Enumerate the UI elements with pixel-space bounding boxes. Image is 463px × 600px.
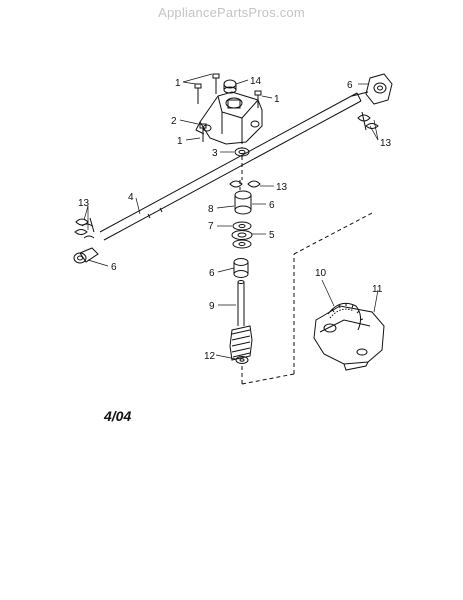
callout-6: 6 <box>111 262 117 273</box>
callout-12: 12 <box>204 351 216 362</box>
worm-shaft-part-9 <box>229 280 253 361</box>
watermark: AppliancePartsPros.com <box>158 5 305 20</box>
left-coupling-part-6 <box>73 247 99 264</box>
leader-lines <box>83 73 379 360</box>
callout-3: 3 <box>212 148 218 159</box>
callout-13: 13 <box>380 138 392 149</box>
callout-1: 1 <box>177 136 183 147</box>
callout-1: 1 <box>175 78 181 89</box>
callout-9: 9 <box>209 301 215 312</box>
callout-8: 8 <box>208 204 214 215</box>
shaft-part-4 <box>99 92 362 241</box>
callout-labels: 1 14 1 2 1 3 6 13 13 4 13 6 8 6 7 5 6 9 … <box>78 76 392 362</box>
callout-13: 13 <box>78 198 90 209</box>
lower-bushing-part-6 <box>233 258 249 278</box>
screws-part-1 <box>194 73 262 142</box>
gear-part-10 <box>327 302 364 331</box>
callout-1: 1 <box>274 94 280 105</box>
callout-11: 11 <box>372 284 383 295</box>
callout-5: 5 <box>269 230 275 241</box>
assembly-guide-lines <box>239 140 375 385</box>
callout-13: 13 <box>276 182 288 193</box>
callout-6: 6 <box>269 200 275 211</box>
callout-14: 14 <box>250 76 262 87</box>
date-code: 4/04 <box>104 408 132 424</box>
washer-part-12 <box>235 356 249 364</box>
right-coupling-part-6 <box>351 73 393 105</box>
callout-6: 6 <box>209 268 215 279</box>
callout-2: 2 <box>171 116 177 127</box>
bushing-part-8 <box>234 190 252 215</box>
callout-7: 7 <box>208 221 214 232</box>
cap-part-14 <box>223 79 237 94</box>
callout-4: 4 <box>128 192 134 203</box>
housing-part-2 <box>195 91 263 145</box>
washers-part-7-5 <box>231 221 253 249</box>
right-clips-part-13 <box>357 111 379 131</box>
gear-case-part-11 <box>313 305 385 371</box>
left-clips-part-13 <box>74 217 95 239</box>
center-clips-part-13 <box>229 180 261 188</box>
callout-6: 6 <box>347 80 353 91</box>
callout-10: 10 <box>315 268 327 279</box>
